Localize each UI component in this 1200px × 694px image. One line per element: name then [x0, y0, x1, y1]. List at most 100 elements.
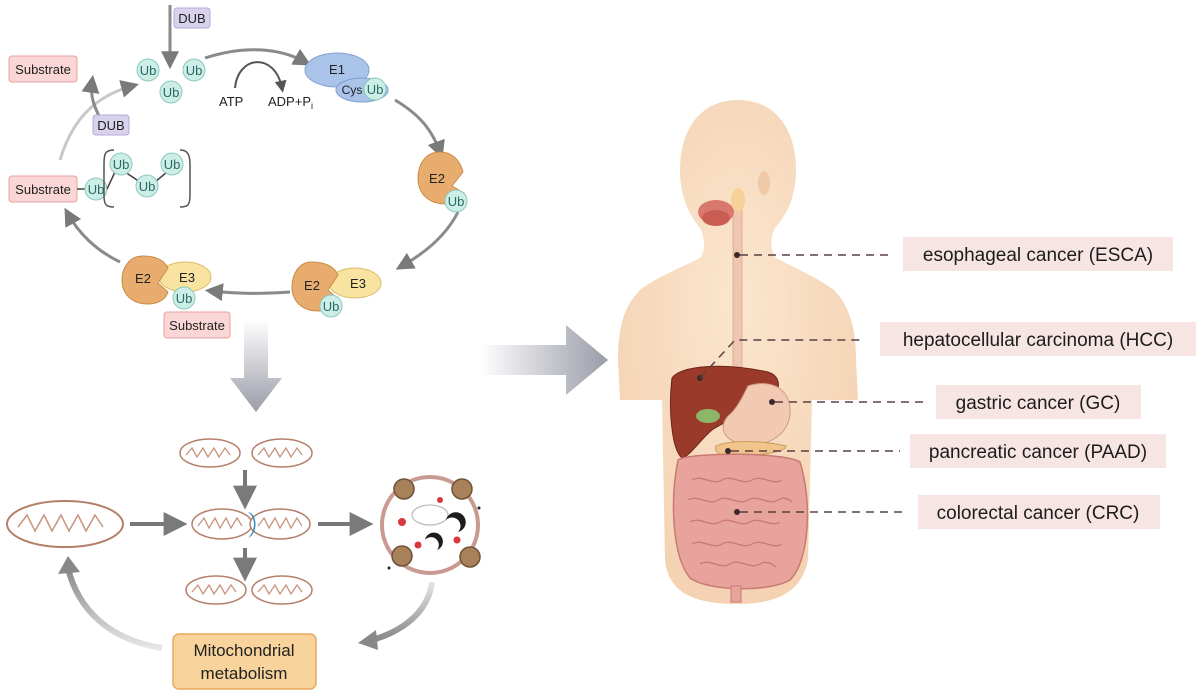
- arrow-metabolism-to-mitochondrion: [65, 567, 163, 651]
- cycle-arrow-e2-to-e3: [395, 211, 460, 270]
- cancer-label-paad: pancreatic cancer (PAAD): [929, 442, 1147, 463]
- intestines: [672, 453, 809, 603]
- e3-label: E3: [179, 270, 195, 285]
- substrate-top-label: Substrate: [15, 62, 71, 77]
- cycle-arrow-e3-to-e2e3: [204, 283, 291, 302]
- e2-label: E2: [429, 171, 445, 186]
- ub-bead: [319, 294, 343, 318]
- cycle-arrow-to-free-ub: [58, 80, 139, 161]
- mitochondrion-small: [251, 438, 313, 468]
- ub-label: Ub: [323, 299, 340, 314]
- dub-left-box: [92, 114, 130, 136]
- dub-top-label: DUB: [178, 11, 205, 26]
- e2-e3-complex-left: E2 E3 Ub: [121, 255, 212, 310]
- cycle-arrow-e1-to-e2: [394, 98, 445, 159]
- leader-dot: [734, 252, 740, 258]
- arrowhead: [58, 556, 80, 574]
- free-ub-group: Ub Ub Ub: [136, 58, 206, 104]
- ub-bead: [363, 77, 387, 101]
- leader-dot: [769, 399, 775, 405]
- mitochondrion-small: [185, 575, 247, 605]
- tongue: [702, 210, 730, 226]
- mitochondrial-metabolism-box: [172, 633, 317, 690]
- throat: [731, 188, 745, 212]
- mitochondrion-large: [6, 500, 124, 548]
- ub-label: Ub: [448, 194, 465, 209]
- ubiquitin-cycle: DUB DUB Substrate Substrate Substrate Ub…: [8, 5, 468, 339]
- e2-e3-complex-right: E2 E3 Ub: [291, 261, 382, 318]
- ub-label: Ub: [163, 85, 180, 100]
- big-arrow-right: [480, 325, 608, 395]
- cancer-label-box: [936, 385, 1141, 419]
- arrowhead: [358, 630, 378, 650]
- atp-adp-arc: [234, 61, 287, 93]
- ub-bead: [172, 286, 196, 310]
- mitochondrion-small: [179, 438, 241, 468]
- mitochondrion-small: [251, 575, 313, 605]
- ub-label: Ub: [113, 157, 130, 172]
- poly-ub-chain: Ub Ub Ub Ub: [77, 149, 191, 208]
- substrate-top-box: [8, 55, 78, 83]
- chain-link: [106, 171, 116, 190]
- cancer-label-esca: esophageal cancer (ESCA): [923, 245, 1153, 266]
- cancer-label-hcc: hepatocellular carcinoma (HCC): [903, 330, 1173, 351]
- ub-bead: [136, 58, 160, 82]
- mitochondrion-fission: [191, 508, 311, 540]
- e1-label: E1: [329, 62, 345, 77]
- ub-bead: [160, 152, 184, 176]
- e3-label: E3: [350, 276, 366, 291]
- e2-label: E2: [135, 271, 151, 286]
- esophagus: [732, 209, 743, 391]
- chain-bracket-right: [179, 149, 191, 208]
- big-arrow-down: [230, 320, 282, 412]
- cancer-label-gc: gastric cancer (GC): [956, 393, 1121, 414]
- cancer-label-box: [910, 434, 1166, 468]
- adp-label: ADP+Pi: [268, 94, 313, 111]
- cancer-label-crc: colorectal cancer (CRC): [937, 503, 1140, 524]
- cycle-arrow-to-poly-ub: [64, 207, 121, 264]
- ub-label: Ub: [140, 63, 157, 78]
- human-body: [618, 100, 858, 604]
- chain-bracket-left: [103, 149, 115, 208]
- ear: [758, 171, 770, 195]
- ub-label: Ub: [186, 63, 203, 78]
- cancer-label-box: [918, 495, 1160, 529]
- leader-dot: [725, 448, 731, 454]
- autophagosome: [380, 475, 481, 575]
- ub-bead: [109, 152, 133, 176]
- ub-bead: [182, 58, 206, 82]
- ub-label: Ub: [367, 82, 384, 97]
- arrow-mitophagy-to-metabolism: [371, 581, 435, 643]
- substrate-bottom-label: Substrate: [169, 318, 225, 333]
- pancreas: [715, 441, 787, 457]
- ub-bead: [444, 189, 468, 213]
- cancer-label-box: [880, 322, 1196, 356]
- ub-bead: [135, 174, 159, 198]
- cys-label: Cys: [342, 83, 363, 97]
- substrate-bottom-box: [163, 311, 231, 339]
- leader-line: [699, 339, 865, 379]
- e2-label: E2: [304, 278, 320, 293]
- ub-bead: [159, 80, 183, 104]
- dub-top-box: [173, 7, 211, 29]
- cycle-arrow-ub-to-e1: [204, 48, 312, 66]
- metabolism-line2: metabolism: [201, 664, 288, 683]
- leader-dot: [734, 509, 740, 515]
- cancer-label-box: [903, 237, 1173, 271]
- fission-ring: [248, 512, 256, 538]
- ub-label: Ub: [176, 291, 193, 306]
- e2-shape: [121, 255, 169, 305]
- e1-enzyme: E1 Cys Ub: [304, 52, 389, 103]
- gallbladder: [696, 409, 720, 423]
- ub-label: Ub: [139, 179, 156, 194]
- ub-label: Ub: [164, 157, 181, 172]
- dub-left-label: DUB: [97, 118, 124, 133]
- ub-label: Ub: [88, 182, 105, 197]
- atp-label: ATP: [219, 94, 243, 109]
- substrate-mid-label: Substrate: [15, 182, 71, 197]
- cancer-annotations: esophageal cancer (ESCA) hepatocellular …: [697, 237, 1196, 529]
- e2-enzyme-right: E2 Ub: [417, 151, 468, 213]
- metabolism-line1: Mitochondrial: [193, 641, 294, 660]
- mitochondria-panel: Mitochondrial metabolism: [6, 438, 481, 690]
